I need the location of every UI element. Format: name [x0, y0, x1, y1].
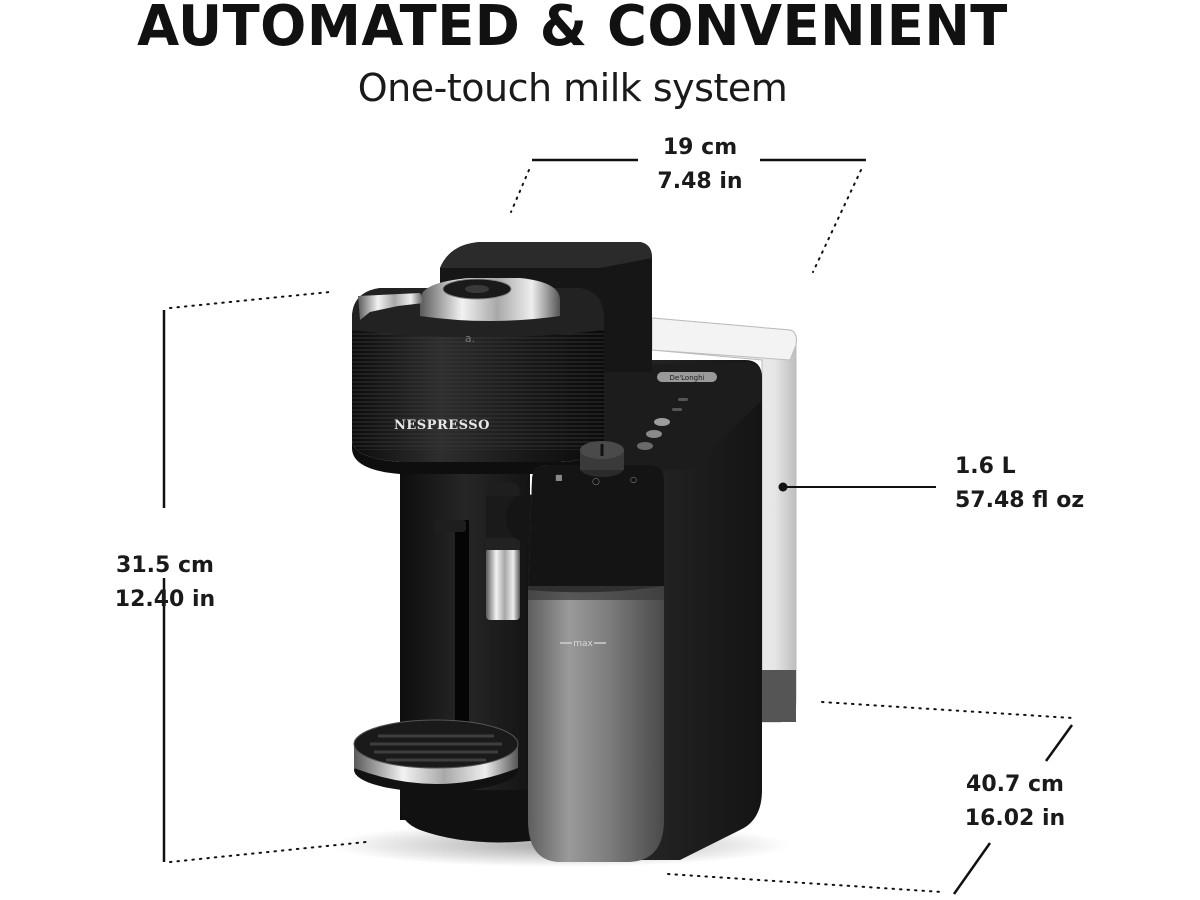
depth-metric: 40.7 cm	[966, 772, 1064, 797]
milk-spout	[486, 482, 546, 620]
max-marking: max	[573, 639, 593, 649]
water-tank-imperial: 57.48 fl oz	[955, 488, 1085, 513]
headline: AUTOMATED & CONVENIENT	[137, 0, 1008, 59]
svg-text:○: ○	[592, 477, 600, 487]
height-dimension-lines	[162, 291, 367, 863]
svg-text:■: ■	[555, 473, 563, 482]
depth-imperial: 16.02 in	[964, 806, 1066, 831]
height-imperial: 12.40 in	[114, 587, 216, 612]
delonghi-logo: De'Longhi	[670, 374, 705, 382]
nespresso-logo: NESPRESSO	[394, 418, 490, 433]
height-label: 31.5 cm 12.40 in	[100, 549, 230, 617]
width-dimension-lines	[510, 158, 866, 273]
width-metric: 19 cm	[662, 135, 738, 160]
water-tank-callout-line	[778, 482, 936, 492]
subheadline: One-touch milk system	[357, 66, 788, 110]
depth-dimension-lines	[667, 701, 1074, 895]
control-panel: De'Longhi	[637, 372, 717, 450]
water-tank	[651, 317, 797, 723]
water-tank-metric: 1.6 L	[955, 454, 1016, 479]
svg-text:a.: a.	[465, 332, 475, 345]
brew-head: a. NESPRESSO	[352, 278, 604, 532]
width-label: 19 cm 7.48 in	[644, 131, 756, 199]
width-imperial: 7.48 in	[657, 169, 743, 194]
height-metric: 31.5 cm	[116, 553, 214, 578]
button-3[interactable]	[637, 442, 653, 450]
depth-label: 40.7 cm 16.02 in	[955, 768, 1075, 836]
button-1[interactable]	[654, 418, 670, 426]
button-2[interactable]	[646, 430, 662, 438]
drip-tray[interactable]	[353, 719, 519, 792]
svg-text:○: ○	[630, 475, 637, 484]
milk-jug: ■ ○ ○ max	[528, 441, 664, 862]
water-tank-label: 1.6 L 57.48 fl oz	[955, 450, 1084, 518]
